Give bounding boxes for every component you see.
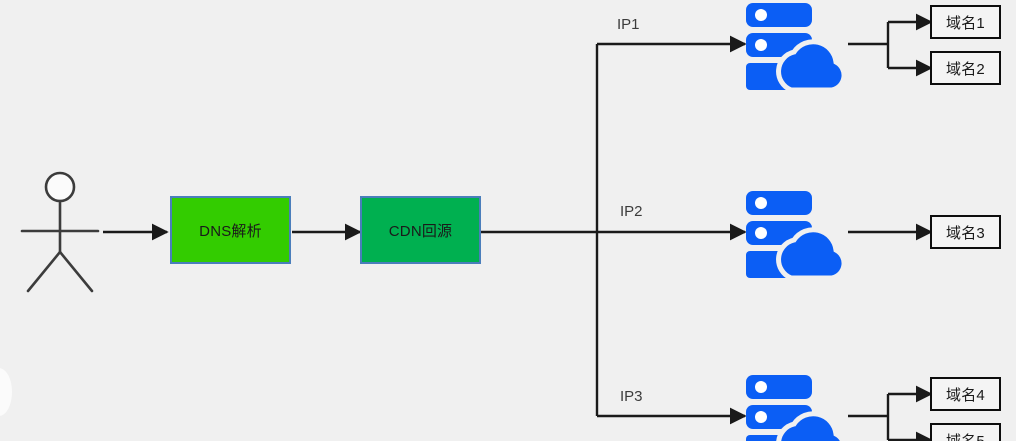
server-cloud-icon-1[interactable] bbox=[744, 0, 847, 97]
node-cdn[interactable]: CDN回源 bbox=[360, 196, 481, 264]
node-domain-1-label: 域名1 bbox=[946, 14, 985, 32]
canvas-edge-blob bbox=[0, 368, 12, 416]
node-cdn-label: CDN回源 bbox=[388, 222, 453, 240]
server-cloud-icon-2[interactable] bbox=[744, 188, 847, 285]
node-domain-5-label: 域名5 bbox=[946, 432, 985, 441]
node-domain-2[interactable]: 域名2 bbox=[930, 51, 1001, 85]
node-domain-3-label: 域名3 bbox=[946, 224, 985, 242]
node-domain-2-label: 域名2 bbox=[946, 60, 985, 78]
node-domain-3[interactable]: 域名3 bbox=[930, 215, 1001, 249]
node-dns-label: DNS解析 bbox=[199, 222, 262, 240]
edge-label-ip3: IP3 bbox=[620, 388, 643, 405]
node-dns[interactable]: DNS解析 bbox=[170, 196, 291, 264]
edge-label-ip1: IP1 bbox=[617, 16, 640, 33]
node-domain-4[interactable]: 域名4 bbox=[930, 377, 1001, 411]
node-domain-4-label: 域名4 bbox=[946, 386, 985, 404]
edge-label-ip2: IP2 bbox=[620, 203, 643, 220]
server-cloud-icon-3[interactable] bbox=[744, 372, 846, 441]
node-domain-1[interactable]: 域名1 bbox=[930, 5, 1001, 39]
node-domain-5[interactable]: 域名5 bbox=[930, 423, 1001, 441]
user-actor-figure bbox=[20, 171, 100, 293]
